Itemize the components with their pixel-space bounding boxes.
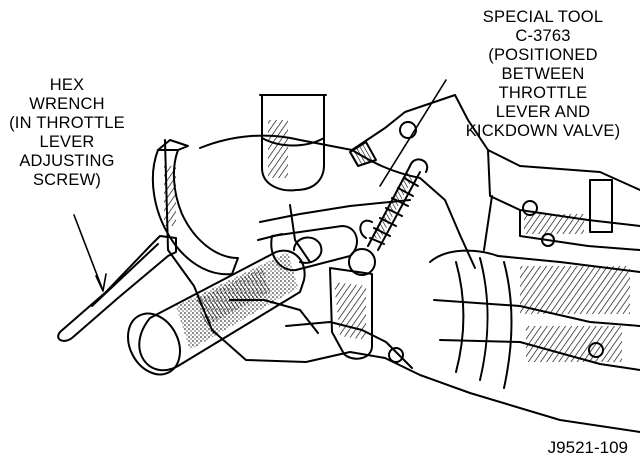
special-tool-callout-line: LEVER AND (495, 103, 591, 121)
case-bolt (399, 121, 417, 139)
column-shading (268, 120, 288, 178)
special-tool-callout: SPECIAL TOOL C-3763 (POSITIONED BETWEEN … (445, 8, 640, 141)
valve-body-block (483, 149, 640, 251)
column-collar (261, 137, 325, 147)
valve-body-column (261, 94, 325, 192)
figure-id: J9521-109 (547, 438, 628, 457)
housing-shading-lower (526, 326, 622, 362)
linkage-link (329, 267, 373, 360)
housing-ribs (455, 257, 513, 389)
special-tool-callout-line: KICKDOWN VALVE) (465, 122, 621, 140)
housing-shading (520, 266, 630, 314)
special-tool-callout-line: SPECIAL TOOL (482, 8, 604, 26)
special-tool-callout-line: C-3763 (515, 27, 571, 45)
special-tool-callout-line: THROTTLE (498, 84, 588, 102)
hex-wrench-edge (91, 243, 159, 307)
tool-handle (138, 249, 306, 372)
valve-body-shading (524, 214, 584, 234)
case-bolt (388, 347, 404, 363)
hex-wrench-callout-line: WRENCH (29, 95, 105, 113)
hex-wrench-callout-line: LEVER (39, 133, 95, 151)
linkage-shading (334, 282, 366, 340)
tool-handle-texture-dense (196, 268, 270, 326)
valve-body-tab (589, 179, 613, 233)
throttle-lever-pivot (293, 236, 323, 264)
casting-detail (349, 141, 377, 167)
tool-handle-end (127, 312, 181, 376)
lever-screw (348, 248, 376, 276)
hex-wrench-callout-line: ADJUSTING (19, 152, 115, 170)
lever-arm-tip (157, 139, 189, 151)
hex-wrench-callout-line: SCREW) (32, 171, 102, 189)
hex-wrench-leader (73, 214, 103, 289)
transmission-case-outline (164, 94, 640, 433)
special-tool-leader (379, 79, 447, 187)
hex-wrench (57, 235, 177, 342)
special-tool-callout-line: (POSITIONED (488, 46, 598, 64)
hex-wrench-arrowhead (95, 273, 107, 292)
special-tool-callout-line: BETWEEN (501, 65, 585, 83)
spring-shading (372, 172, 414, 240)
lever-arm-shading (164, 166, 176, 226)
hex-wrench-callout-line: (IN THROTTLE (9, 114, 125, 132)
hex-wrench-callout: HEX WRENCH (IN THROTTLE LEVER ADJUSTING … (2, 76, 132, 190)
hex-wrench-callout-line: HEX (49, 76, 85, 94)
